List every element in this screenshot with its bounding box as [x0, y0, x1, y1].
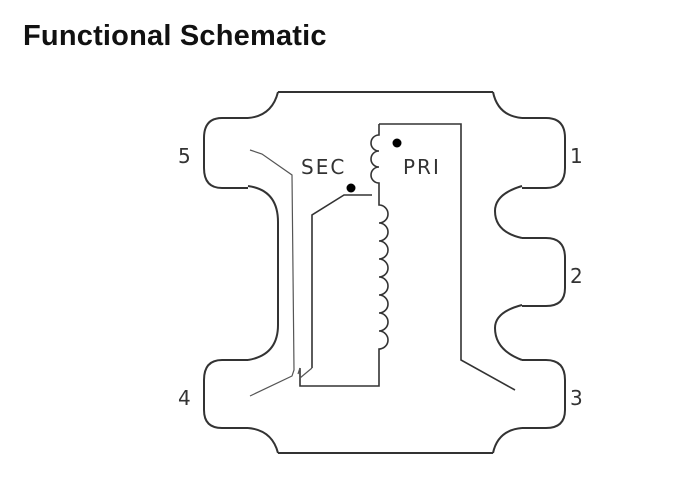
secondary-winding: [299, 190, 389, 387]
primary-polarity-dot: [392, 138, 402, 148]
pad-5: [203, 117, 248, 189]
pin-label-4: 4: [178, 386, 191, 410]
secondary-label: SEC: [301, 155, 346, 179]
page-title: Functional Schematic: [23, 20, 327, 52]
lead-wires: [249, 149, 313, 397]
package-outline: [247, 91, 523, 454]
pin-label-1: 1: [570, 144, 583, 168]
pad-2: [522, 237, 566, 307]
primary-winding: [370, 123, 516, 391]
primary-label: PRI: [403, 155, 441, 179]
pin-label-3: 3: [570, 386, 583, 410]
secondary-polarity-dot: [346, 183, 356, 193]
pad-3: [522, 359, 566, 429]
pin-label-2: 2: [570, 264, 583, 288]
pad-1: [522, 117, 566, 189]
pad-4: [203, 359, 248, 429]
pin-label-5: 5: [178, 144, 191, 168]
